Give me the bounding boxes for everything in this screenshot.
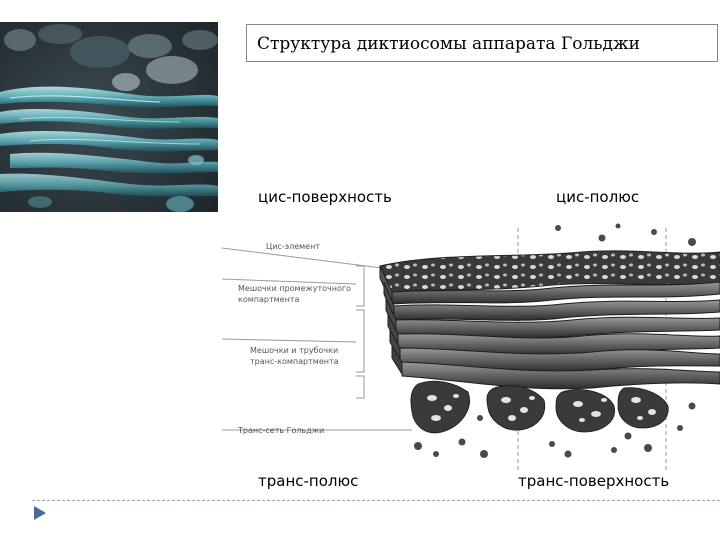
caption-cis-surface: цис-поверхность [258,188,392,206]
label-trans-golgi-network: Транс-сеть Гольджи [238,426,325,435]
label-intermediate-sacs-line2: компартмента [238,295,300,304]
caption-trans-pole: транс-полюс [258,472,359,490]
footer-divider [32,500,720,501]
golgi-stack-diagram: Цис-элемент Мешочки промежуточного компа… [221,222,720,470]
label-cis-element: Цис-элемент [266,242,320,251]
slide-title: Структура диктиосомы аппарата Гольджи [257,34,640,54]
label-intermediate-sacs-line1: Мешочки промежуточного [238,284,351,293]
label-trans-sacs-line2: транс-компартмента [250,357,339,366]
title-box: Структура диктиосомы аппарата Гольджи [246,24,718,62]
caption-trans-surface: транс-поверхность [518,472,670,490]
label-trans-sacs-line1: Мешочки и трубочки [250,346,339,355]
caption-cis-pole: цис-полюс [556,188,640,206]
triangle-arrow-icon [34,506,46,520]
golgi-micrograph-image [0,22,218,212]
